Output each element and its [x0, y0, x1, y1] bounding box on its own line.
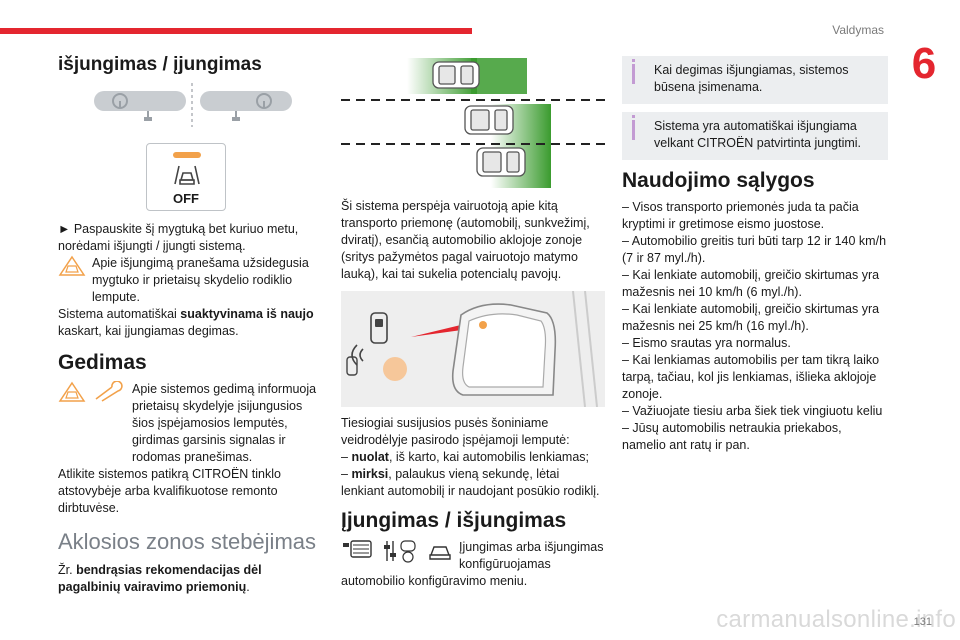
car-icon: [370, 312, 388, 344]
col1-warn-fault: Apie sistemos gedimą informuoja prietais…: [132, 382, 317, 464]
signal-waves-icon: [351, 344, 364, 366]
mirror-switch-figure: [94, 83, 292, 127]
warning-off-row: Apie išjungimą pranešama užsidegusia myg…: [58, 255, 326, 306]
settings-sliders-icon: [384, 540, 416, 563]
wrench-icon: [95, 381, 123, 402]
col1-warn-off: Apie išjungimą pranešama užsidegusia myg…: [92, 256, 309, 304]
info-icon: [632, 115, 635, 118]
info-icon-bar: [632, 120, 635, 140]
col1-para-check: Atlikite sistemos patikrą CITROËN tinklo…: [58, 467, 281, 515]
mirror-warning-light: [479, 321, 487, 329]
info-icon-bar: [632, 64, 635, 84]
condition-item: – Važiuojate tiesiu arba šiek tiek vingi…: [622, 404, 883, 418]
col2-para-config-rest: automobilio konfigūravimo meniu.: [341, 574, 528, 588]
page-number: 131: [913, 616, 932, 628]
condition-item: – Kai lenkiate automobilį, greičio skirt…: [622, 268, 880, 299]
config-icons-row: Įjungimas arba išjungimas konfigūruojama…: [341, 539, 605, 573]
header-red-bar: [0, 28, 472, 34]
col2-para-config: Įjungimas arba išjungimas konfigūruojama…: [459, 540, 604, 571]
column-2: Ši sistema perspėja vairuotoją apie kitą…: [341, 56, 605, 590]
car-icon: [464, 105, 514, 135]
heading-off-on: išjungimas / įjungimas: [58, 54, 262, 75]
pointer-arrow: [411, 323, 469, 337]
blind-spot-car-icon: [174, 165, 200, 185]
info-box-ignition: Kai degimas išjungiamas, sistemos būsena…: [622, 56, 888, 104]
condition-item: – Kai lenkiate automobilį, greičio skirt…: [622, 302, 880, 333]
column-1: išjungimas / įjungimas OFF ► Paspauskite…: [58, 54, 326, 596]
col2-para-system: Ši sistema perspėja vairuotoją apie kitą…: [341, 199, 590, 281]
info-icon: [632, 59, 635, 62]
indicator-led: [173, 152, 201, 158]
car-icon: [432, 61, 480, 89]
warning-fault-row: Apie sistemos gedimą informuoja prietais…: [58, 381, 326, 466]
col2-list-steady: – nuolat, iš karto, kai automobilis lenk…: [341, 450, 590, 464]
col2-para-mirror: Tiesiogiai susijusios pusės šoniniame ve…: [341, 416, 570, 447]
watermark: carmanualsonline.info: [716, 606, 956, 633]
info-box-towing: Sistema yra automatiškai išjungiama velk…: [622, 112, 888, 160]
info-text-towing: Sistema yra automatiškai išjungiama velk…: [654, 119, 862, 150]
car-icon: [476, 147, 526, 177]
blind-spot-zone-diagram: [341, 58, 605, 188]
warning-light-glow: [383, 357, 407, 381]
info-text-ignition: Kai degimas išjungiamas, sistemos būsena…: [654, 63, 849, 94]
col1-para-auto: Sistema automatiškai suaktyvinama iš nau…: [58, 307, 314, 338]
steering-wheel-left-icon: [94, 91, 186, 121]
condition-item: – Kai lenkiamas automobilis per tam tikr…: [622, 353, 880, 401]
section-title: Valdymas: [832, 23, 884, 37]
heading-gedimas: Gedimas: [58, 351, 147, 374]
heading-ijungimas: Įjungimas / išjungimas: [341, 509, 567, 532]
col1-para-press: ► Paspauskite šį mygtuką bet kuriuo metu…: [58, 222, 299, 253]
warning-triangle-icon: [58, 255, 86, 276]
mirror-warning-figure: [341, 291, 605, 407]
steering-wheel-right-icon: [200, 91, 292, 121]
col1-para-see: Žr. bendrąsias rekomendacijas dėl pagalb…: [58, 563, 262, 594]
col2-list-flash: – mirksi, palaukus vieną sekundę, lėtai …: [341, 467, 600, 498]
condition-item: – Eismo srautas yra normalus.: [622, 336, 791, 350]
heading-naudojimo: Naudojimo sąlygos: [622, 169, 815, 192]
screen-menu-icon: [343, 540, 372, 558]
condition-item: – Visos transporto priemonės juda ta pač…: [622, 200, 859, 231]
condition-item: – Automobilio greitis turi būti tarp 12 …: [622, 234, 887, 265]
warning-triangle-icon: [58, 381, 86, 402]
driving-assist-car-icon: [429, 546, 451, 560]
off-label: OFF: [173, 191, 199, 206]
condition-item: – Jūsų automobilis netraukia priekabos, …: [622, 421, 842, 452]
heading-aklosios: Aklosios zonos stebėjimas: [58, 529, 317, 554]
column-3: Kai degimas išjungiamas, sistemos būsena…: [622, 56, 888, 454]
off-button[interactable]: OFF: [146, 143, 226, 211]
chapter-number: 6: [898, 42, 950, 86]
